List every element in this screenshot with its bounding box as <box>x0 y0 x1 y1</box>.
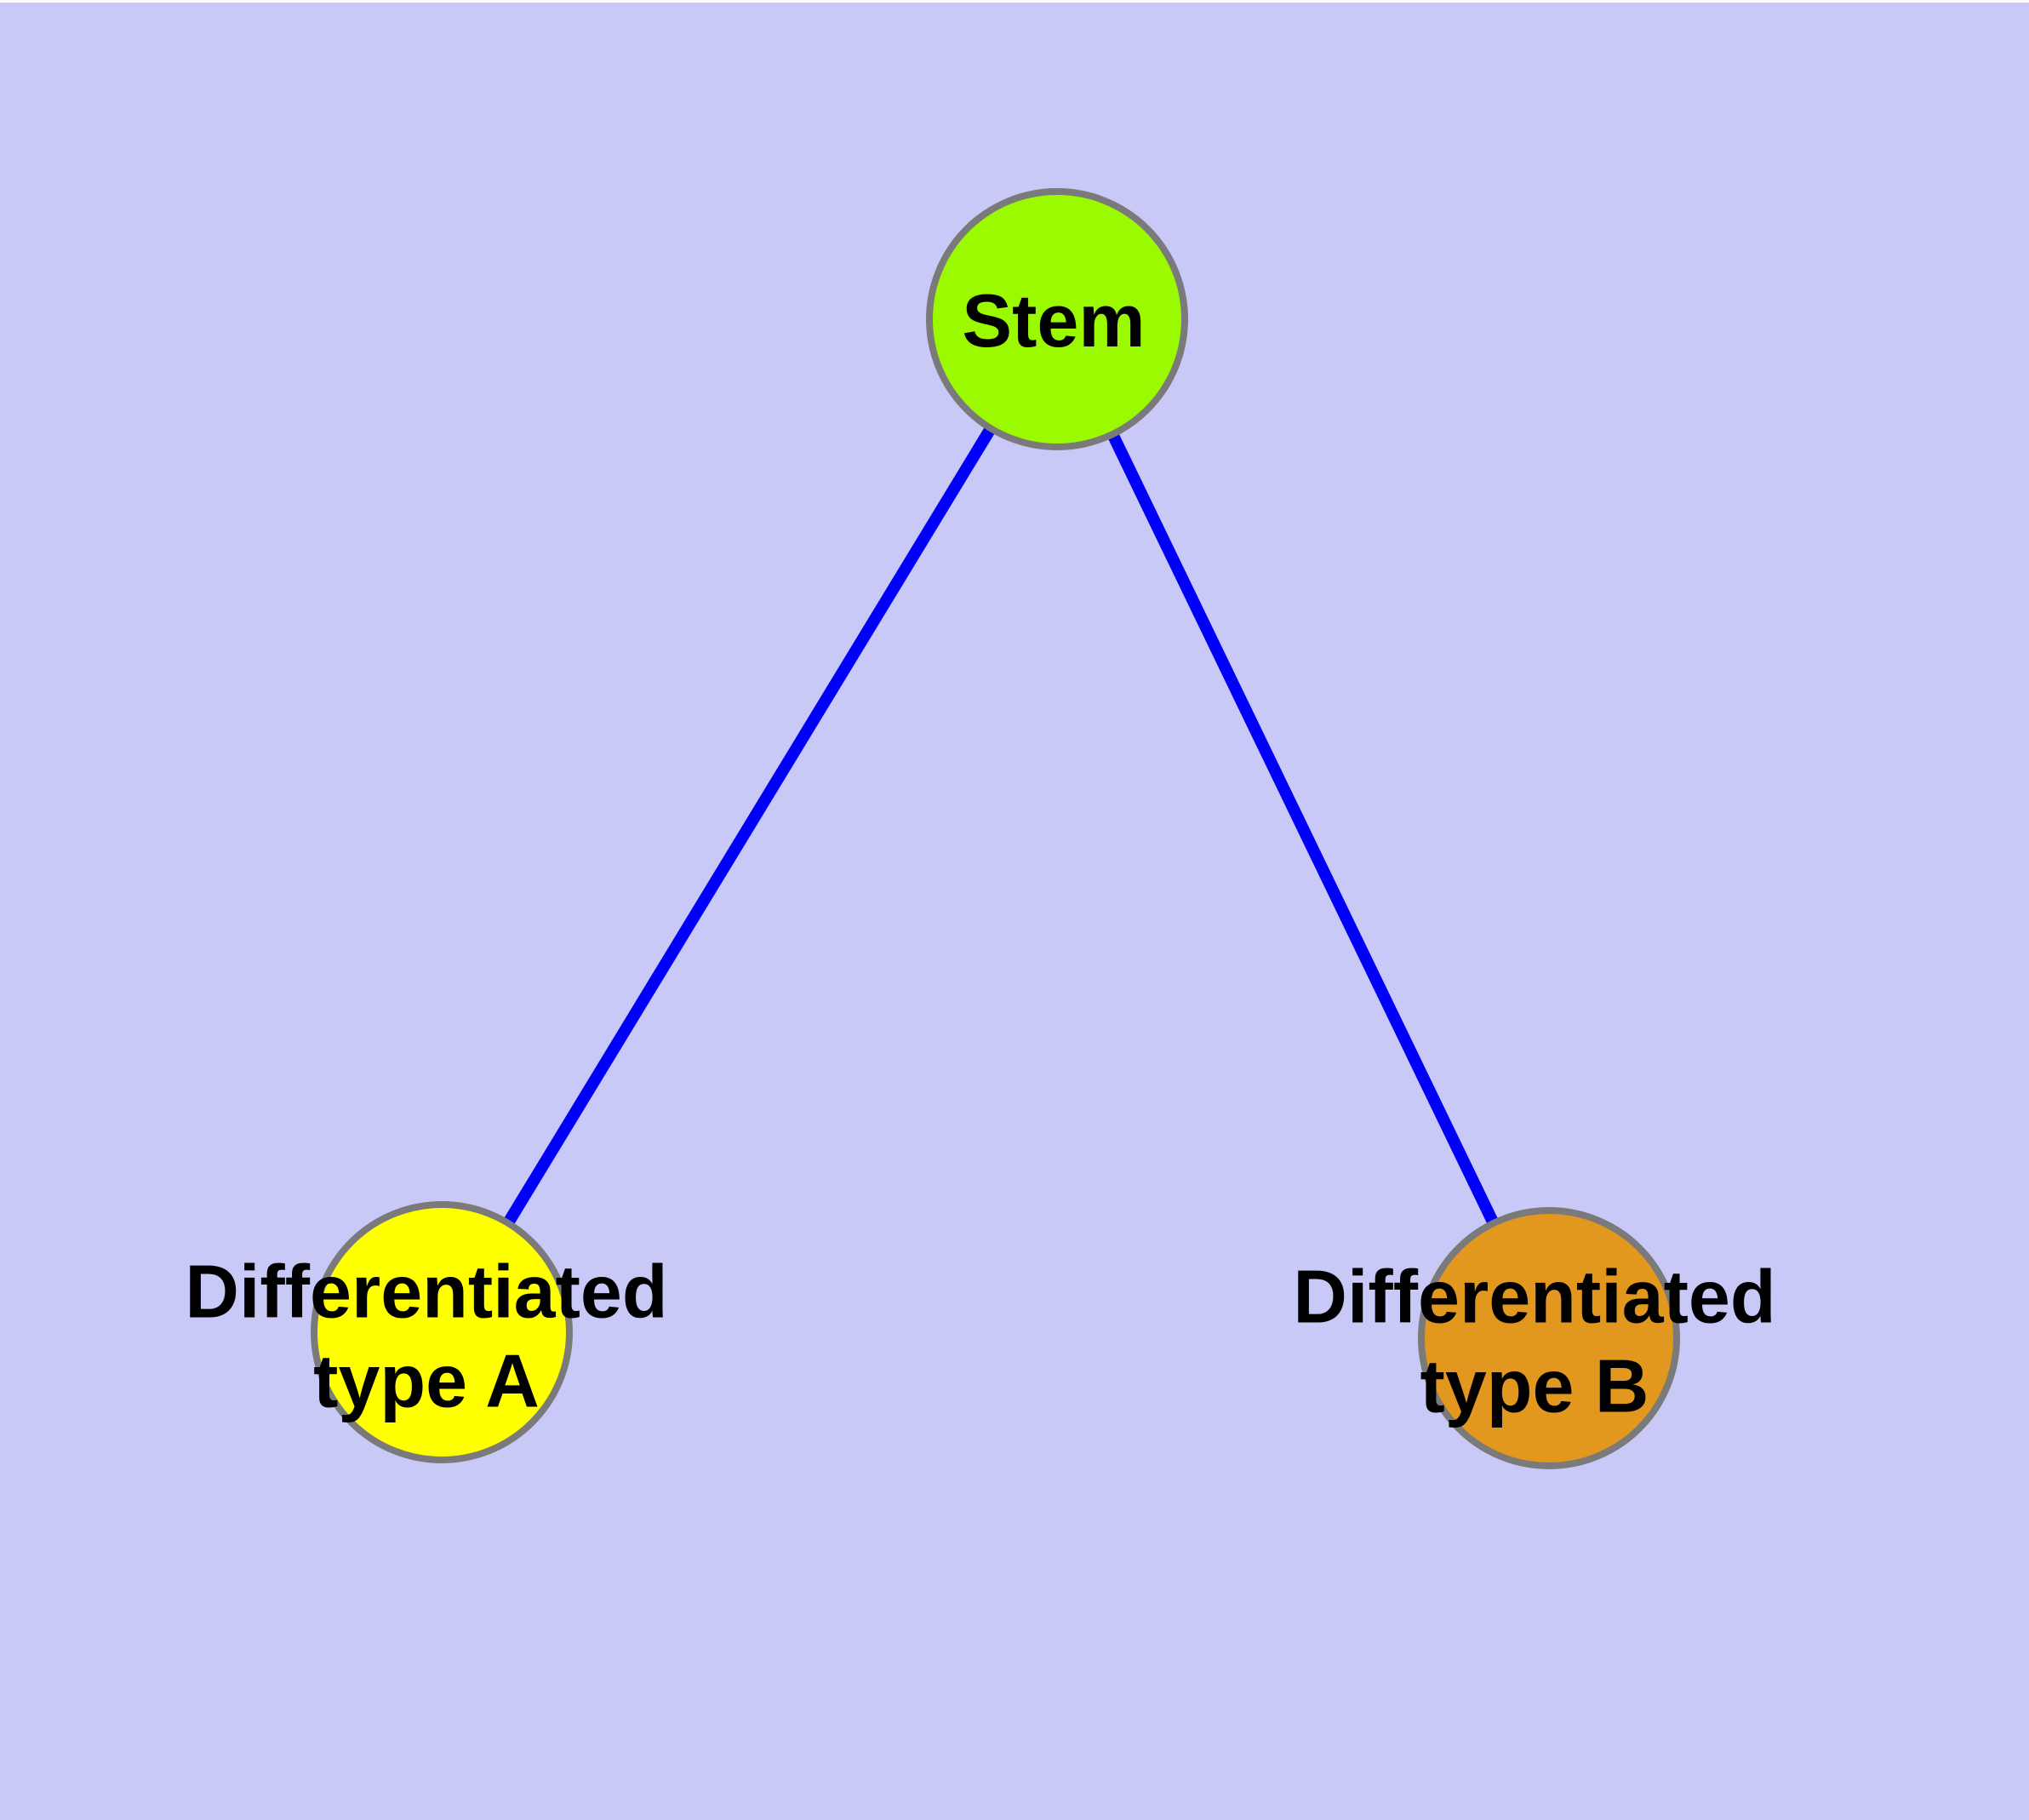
node-diff-b <box>1418 1207 1680 1469</box>
node-stem-label-line-1: Stem <box>962 278 1145 363</box>
node-diff-a-label-line-1: Differentiated <box>185 1249 667 1333</box>
node-stem-label: Stem <box>962 278 1145 363</box>
node-diff-a-label-line-2: type A <box>313 1338 540 1422</box>
edge-stem-diff-b <box>1051 316 1555 1342</box>
node-diff-b-label-line-2: type B <box>1420 1343 1649 1428</box>
top-border <box>0 0 2029 3</box>
edge-stem-diff-a <box>437 316 1062 1336</box>
node-diff-b-label-line-1: Differentiated <box>1293 1254 1775 1338</box>
node-stem <box>926 188 1188 450</box>
node-diff-a <box>311 1201 573 1463</box>
